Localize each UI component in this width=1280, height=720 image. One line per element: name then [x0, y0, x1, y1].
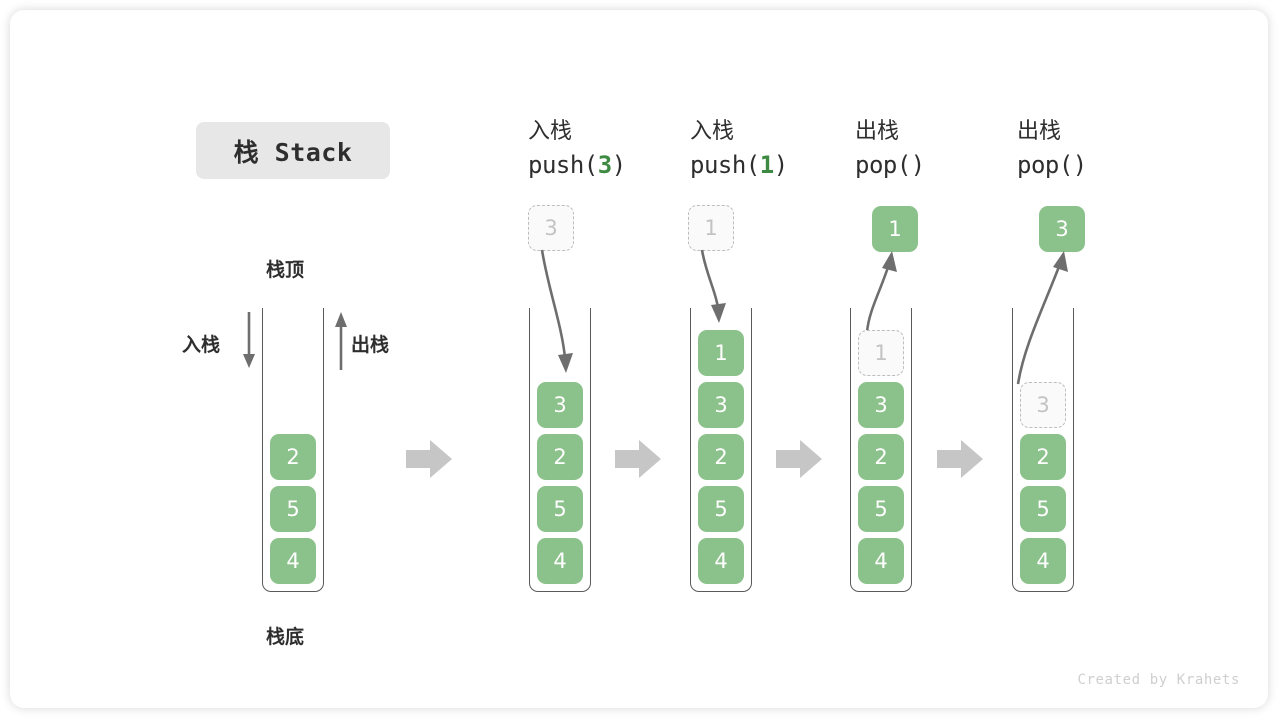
stack-ghost-cell: 3 [1020, 382, 1066, 428]
step-arrow-icon [615, 440, 661, 478]
stack-container-push-3 [529, 308, 591, 592]
push-motion-arrow-icon [700, 249, 726, 323]
stack-cell: 4 [858, 538, 904, 584]
pop-direction-arrow-icon [335, 312, 347, 370]
diagram-title-badge: 栈 Stack [196, 122, 390, 179]
step-header-cn: 入栈 [528, 119, 573, 144]
pop-motion-arrow-icon [1016, 251, 1068, 385]
stack-cell: 3 [537, 382, 583, 428]
diagram-card: 栈 Stack 栈顶 入栈 出栈 2 5 4 栈底 入栈 push(3) 3 3… [10, 10, 1268, 708]
code-tail: ) [910, 151, 925, 179]
stack-cell: 2 [537, 434, 583, 480]
stack-cell: 2 [858, 434, 904, 480]
stack-top-label: 栈顶 [266, 259, 305, 281]
stack-container-initial [262, 308, 324, 592]
code-fn: pop( [1017, 151, 1073, 179]
push-motion-arrow-icon [540, 249, 573, 373]
stack-cell: 3 [858, 382, 904, 428]
floating-popped-cell: 1 [872, 206, 918, 252]
code-tail: ) [773, 151, 788, 179]
step-header-push-3: 入栈 push(3) [528, 116, 728, 182]
code-fn: pop( [855, 151, 911, 179]
stack-container-pop-3 [1012, 308, 1074, 592]
step-header-cn: 出栈 [855, 119, 900, 144]
stack-bottom-label: 栈底 [266, 626, 305, 648]
stack-cell: 5 [858, 486, 904, 532]
stack-cell: 2 [270, 434, 316, 480]
pop-motion-arrow-icon [865, 251, 897, 333]
step-arrow-icon [937, 440, 983, 478]
stack-cell: 5 [698, 486, 744, 532]
stack-cell: 2 [1020, 434, 1066, 480]
push-direction-label: 入栈 [182, 334, 221, 356]
stack-cell: 4 [270, 538, 316, 584]
step-header-code: push(3) [528, 148, 728, 182]
code-arg: 3 [597, 151, 612, 179]
code-tail: ) [1072, 151, 1087, 179]
stack-cell: 4 [1020, 538, 1066, 584]
code-arg: 1 [759, 151, 774, 179]
step-header-code: pop() [1017, 148, 1217, 182]
code-fn: push( [690, 151, 760, 179]
step-arrow-icon [406, 440, 452, 478]
pop-direction-label: 出栈 [351, 334, 390, 356]
attribution-footer: Created by Krahets [1077, 672, 1240, 688]
step-header-pop-3: 出栈 pop() [1017, 116, 1217, 182]
floating-popped-cell: 3 [1039, 206, 1085, 252]
code-tail: ) [611, 151, 626, 179]
floating-ghost-cell: 1 [688, 205, 734, 251]
step-header-cn: 入栈 [690, 119, 735, 144]
step-header-cn: 出栈 [1017, 119, 1062, 144]
stack-cell: 3 [698, 382, 744, 428]
step-header-pop-1: 出栈 pop() [855, 116, 1055, 182]
stack-container-push-1 [690, 308, 752, 592]
stack-cell: 5 [537, 486, 583, 532]
step-arrow-icon [776, 440, 822, 478]
stack-cell: 5 [270, 486, 316, 532]
step-header-code: pop() [855, 148, 1055, 182]
stack-container-pop-1 [850, 308, 912, 592]
stack-cell: 4 [698, 538, 744, 584]
stack-ghost-cell: 1 [858, 330, 904, 376]
step-header-code: push(1) [690, 148, 890, 182]
stack-cell: 2 [698, 434, 744, 480]
floating-ghost-cell: 3 [528, 205, 574, 251]
stack-cell: 5 [1020, 486, 1066, 532]
push-direction-arrow-icon [243, 312, 255, 368]
code-fn: push( [528, 151, 598, 179]
stack-cell: 4 [537, 538, 583, 584]
stack-cell: 1 [698, 330, 744, 376]
step-header-push-1: 入栈 push(1) [690, 116, 890, 182]
